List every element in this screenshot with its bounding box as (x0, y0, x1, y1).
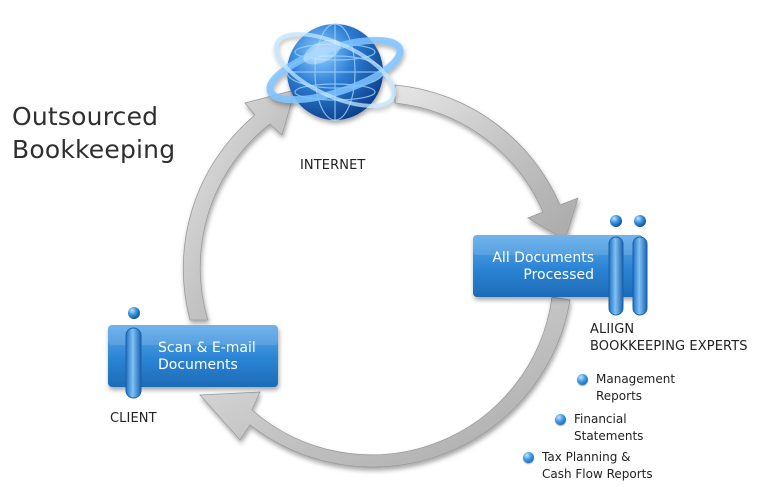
experts-box (473, 235, 643, 297)
client-box-line-2: Documents (158, 357, 238, 373)
diagram-title: Outsourced Bookkeeping (12, 100, 212, 166)
experts-label: ALIIGN BOOKKEEPING EXPERTS (590, 321, 748, 355)
experts-label-line-2: BOOKKEEPING EXPERTS (590, 339, 748, 354)
title-line-2: Bookkeeping (12, 135, 176, 164)
bullet-icon (577, 374, 588, 385)
client-box-line-1: Scan & E-mail (158, 340, 256, 356)
output-item-management-reports: Management Reports (577, 371, 675, 405)
client-label: CLIENT (110, 411, 157, 426)
bullet-icon (555, 414, 566, 425)
people-icon (608, 215, 648, 316)
output-line-2: Cash Flow Reports (542, 467, 653, 481)
cycle-arrows (182, 84, 579, 468)
output-line-2: Reports (596, 389, 643, 403)
internet-label: INTERNET (300, 158, 366, 173)
experts-label-line-1: ALIIGN (590, 322, 635, 337)
output-item-tax-planning: Tax Planning & Cash Flow Reports (523, 449, 653, 483)
arrow-internet-to-experts (394, 84, 579, 241)
output-item-financial-statements: Financial Statements (555, 411, 643, 445)
output-line-1: Financial (574, 412, 627, 426)
client-box (108, 325, 278, 387)
bullet-icon (523, 452, 534, 463)
arrow-experts-to-client (199, 296, 571, 468)
person-icon (125, 307, 142, 399)
output-line-1: Management (596, 372, 676, 386)
experts-box-text: All Documents Processed (480, 250, 594, 284)
experts-box-line-1: All Documents (492, 250, 594, 266)
title-line-1: Outsourced (12, 102, 159, 131)
experts-box-line-2: Processed (523, 267, 594, 283)
globe-icon (266, 23, 404, 121)
output-line-1: Tax Planning & (542, 450, 631, 464)
output-line-2: Statements (574, 429, 644, 443)
arrow-client-to-internet (182, 89, 296, 321)
client-box-text: Scan & E-mail Documents (158, 340, 256, 374)
